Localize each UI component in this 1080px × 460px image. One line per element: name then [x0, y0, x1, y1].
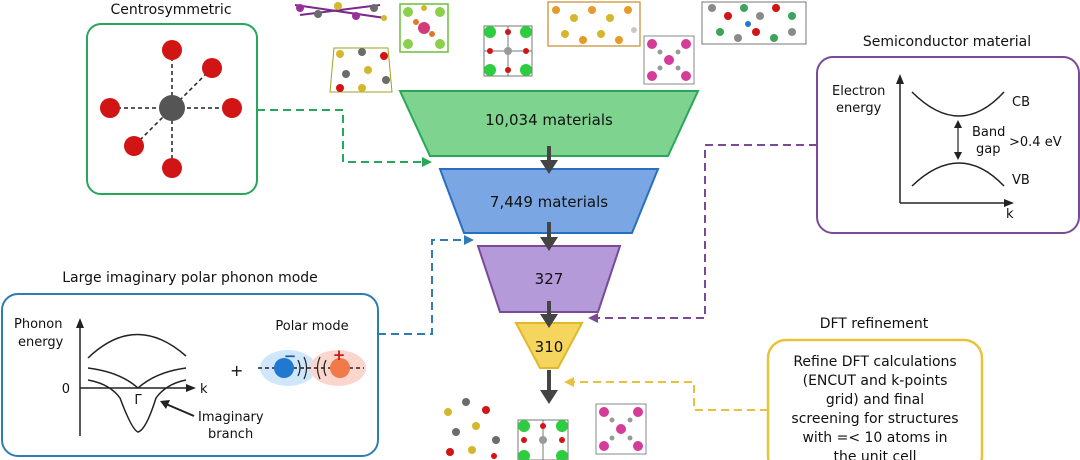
- crystal-structure-icon: [329, 47, 393, 93]
- crystal-structure-icon: [444, 398, 500, 459]
- imaginary-branch-curve: [87, 379, 187, 433]
- phonon-title: Large imaginary polar phonon mode: [62, 270, 318, 286]
- band-gap-threshold: >0.4 eV: [1009, 135, 1062, 150]
- blue-arrowhead-icon: [464, 235, 474, 245]
- negative-ion-icon: [274, 358, 294, 378]
- acoustic-branch-curve: [87, 367, 187, 390]
- arrow-up-icon: [954, 120, 962, 128]
- semiconductor-y-axis-line1: Electron: [832, 84, 885, 99]
- arrow-right-icon: [186, 384, 196, 392]
- arrow-up-icon: [896, 74, 904, 84]
- funnel-stage-2: [438, 168, 660, 234]
- valence-band-curve: [911, 162, 1005, 187]
- phonon-x-axis-label: k: [200, 382, 208, 397]
- crystal-structure-icon: [517, 419, 569, 460]
- dft-title: DFT refinement: [820, 316, 929, 332]
- dft-line-6: the unit cell: [833, 449, 916, 460]
- semiconductor-x-axis-label: k: [1006, 207, 1014, 222]
- band-gap-label-line2: gap: [976, 142, 1000, 157]
- imaginary-label-line2: branch: [208, 427, 253, 442]
- centrosymmetric-connector: [257, 109, 430, 163]
- crystal-structure-icon: [643, 35, 695, 85]
- phonon-box: [1, 293, 379, 457]
- arrow-down-icon: [954, 152, 962, 160]
- yellow-arrowhead-icon: [564, 377, 574, 387]
- phonon-y-axis-line1: Phonon: [14, 317, 62, 332]
- funnel-stage-2-label: 7,449 materials: [490, 193, 608, 211]
- imaginary-branch-pointer: [165, 403, 195, 417]
- cb-label: CB: [1012, 95, 1030, 110]
- funnel-stage-3-label: 327: [535, 270, 564, 288]
- optical-branch-curve: [87, 333, 187, 359]
- positive-ion-icon: [330, 358, 350, 378]
- dft-line-3: grid) and final: [826, 392, 924, 408]
- dft-line-2: (ENCUT and k-points: [803, 373, 948, 389]
- funnel-arrows: [540, 146, 558, 404]
- semiconductor-connector: [592, 144, 817, 319]
- band-gap-label-line1: Band: [972, 125, 1005, 140]
- green-arrowhead-icon: [422, 157, 432, 167]
- funnel-stage-1-label: 10,034 materials: [485, 111, 613, 129]
- arrow-right-icon: [1004, 199, 1014, 207]
- crystal-structure-icon: [595, 403, 647, 455]
- atoms: [100, 40, 242, 178]
- dft-box: [766, 338, 984, 460]
- crystal-structure-icon: [701, 1, 807, 45]
- crystal-structure-icon: [294, 2, 387, 21]
- semiconductor-title: Semiconductor material: [863, 34, 1031, 50]
- negative-charge-sign: −: [284, 347, 297, 365]
- dft-line-5: with =< 10 atoms in: [802, 430, 947, 446]
- polar-mode-illustration: [258, 350, 366, 386]
- crystal-structures-bottom: [444, 398, 647, 460]
- vb-label: VB: [1012, 173, 1030, 188]
- funnel-stage-3: [476, 245, 622, 313]
- semiconductor-y-axis-line2: energy: [836, 101, 882, 116]
- dft-line-4: screening for structures: [791, 411, 958, 427]
- crystal-structure-icon: [483, 25, 533, 77]
- dft-line-1: Refine DFT calculations: [793, 354, 956, 370]
- crystal-structure-icon: [399, 3, 449, 53]
- phonon-connector: [378, 239, 470, 335]
- phonon-zero-label: 0: [62, 382, 70, 397]
- crystal-structure-icon: [547, 1, 641, 47]
- funnel-stage-4-label: 310: [535, 338, 564, 356]
- arrow-up-icon: [76, 318, 84, 328]
- dft-connector: [570, 381, 768, 411]
- polar-mode-label: Polar mode: [275, 319, 348, 334]
- purple-arrowhead-icon: [588, 313, 598, 323]
- positive-charge-sign: +: [333, 346, 346, 364]
- funnel-stage-4: [514, 322, 584, 369]
- phonon-y-axis-line2: energy: [18, 335, 64, 350]
- gamma-point-label: Γ: [134, 393, 142, 408]
- crystal-structures-top: [294, 1, 807, 93]
- plus-symbol: +: [230, 361, 243, 380]
- arrow-left-icon: [160, 400, 170, 409]
- imaginary-label-line1: Imaginary: [198, 410, 264, 425]
- centrosymmetric-title: Centrosymmetric: [110, 2, 231, 18]
- funnel-stage-1: [398, 90, 700, 157]
- conduction-band-curve: [911, 91, 1005, 117]
